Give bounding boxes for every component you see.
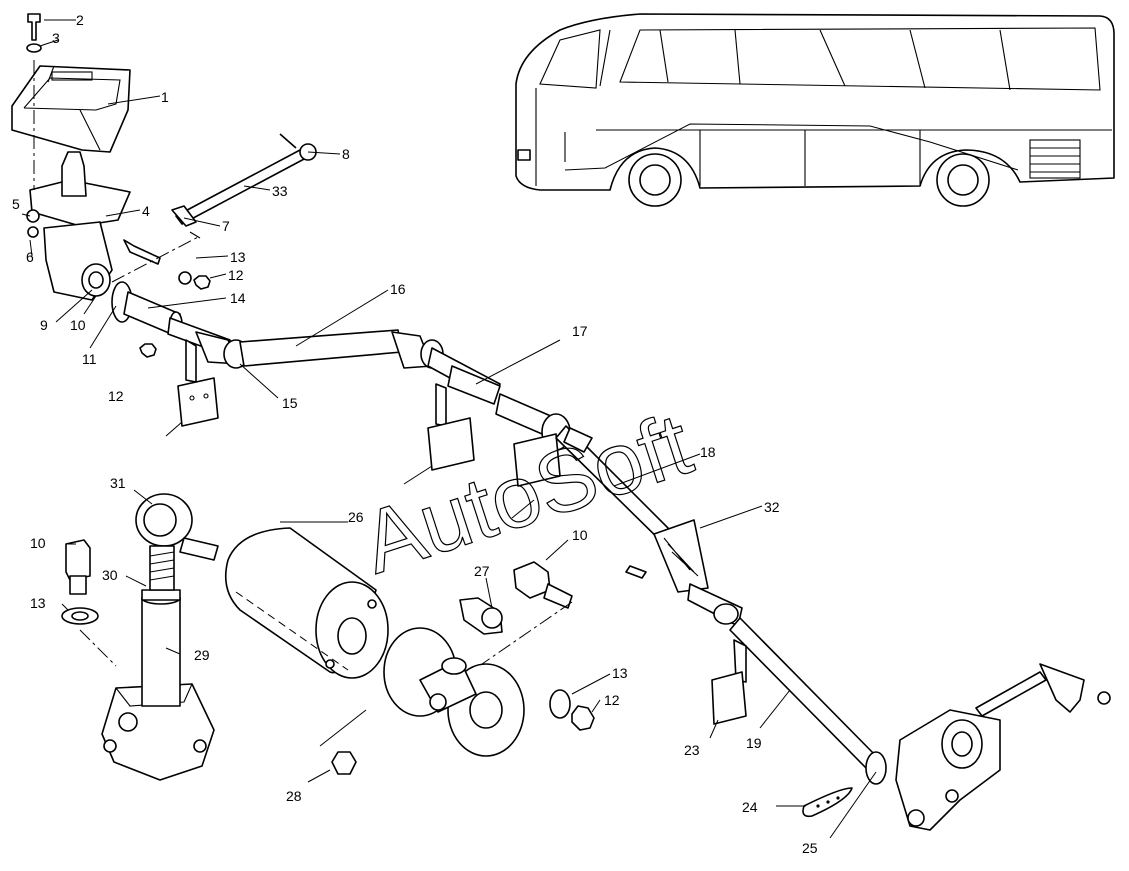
callout-23: 23 [684,742,700,758]
callout-1: 1 [161,89,169,105]
nuts-washers-detail [319,689,595,775]
callout-10a: 10 [70,317,86,333]
steering-column-housing [11,13,131,301]
callout-8: 8 [342,146,350,162]
callout-32: 32 [764,499,780,515]
callout-labels: 2 3 1 8 33 5 4 7 6 13 12 16 14 9 10 17 1… [12,12,818,856]
callout-18: 18 [700,444,716,460]
bolt-10-left [61,539,117,667]
universal-joint-15 [165,331,249,437]
callout-13b: 13 [30,595,46,611]
callout-17: 17 [572,323,588,339]
leader-lines [21,19,877,839]
callout-12a: 12 [228,267,244,283]
callout-30: 30 [102,567,118,583]
callout-16: 16 [390,281,406,297]
callout-10c: 10 [30,535,46,551]
long-shaft-16 [239,329,444,369]
callout-26: 26 [348,509,364,525]
support-bracket-29 [101,589,215,781]
ball-joint-31 [135,493,219,591]
callout-7: 7 [222,218,230,234]
callout-29: 29 [194,647,210,663]
callout-14: 14 [230,290,246,306]
callout-31: 31 [110,475,126,491]
callout-19: 19 [746,735,762,751]
boot-32 [625,519,709,593]
universal-joint-detail [383,627,525,757]
shaft-18 [495,393,681,549]
callout-6: 6 [26,249,34,265]
callout-12c: 12 [604,692,620,708]
callout-11: 11 [82,351,97,367]
shaft-17 [403,347,501,485]
tie-rod-33 [171,133,317,239]
lower-shaft-19 [687,583,887,785]
callout-4: 4 [142,203,150,219]
callout-3: 3 [52,30,60,46]
coach-illustration [515,13,1115,207]
callout-33: 33 [272,183,288,199]
callout-15: 15 [282,395,298,411]
callout-13a: 13 [230,249,246,265]
bolt-10-right [481,561,573,665]
upper-bolts-12-13 [111,235,211,358]
callout-2: 2 [76,12,84,28]
callout-12b: 12 [108,388,124,404]
callout-28: 28 [286,788,302,804]
bolt-27 [459,597,503,635]
damper-26 [224,527,389,679]
callout-9: 9 [40,317,48,333]
callout-25: 25 [802,840,818,856]
callout-27: 27 [474,563,490,579]
gasket-24 [802,787,853,818]
callout-24: 24 [742,799,758,815]
callout-5: 5 [12,196,20,212]
callout-13c: 13 [612,665,628,681]
steering-gear [895,663,1111,831]
callout-10b: 10 [572,527,588,543]
